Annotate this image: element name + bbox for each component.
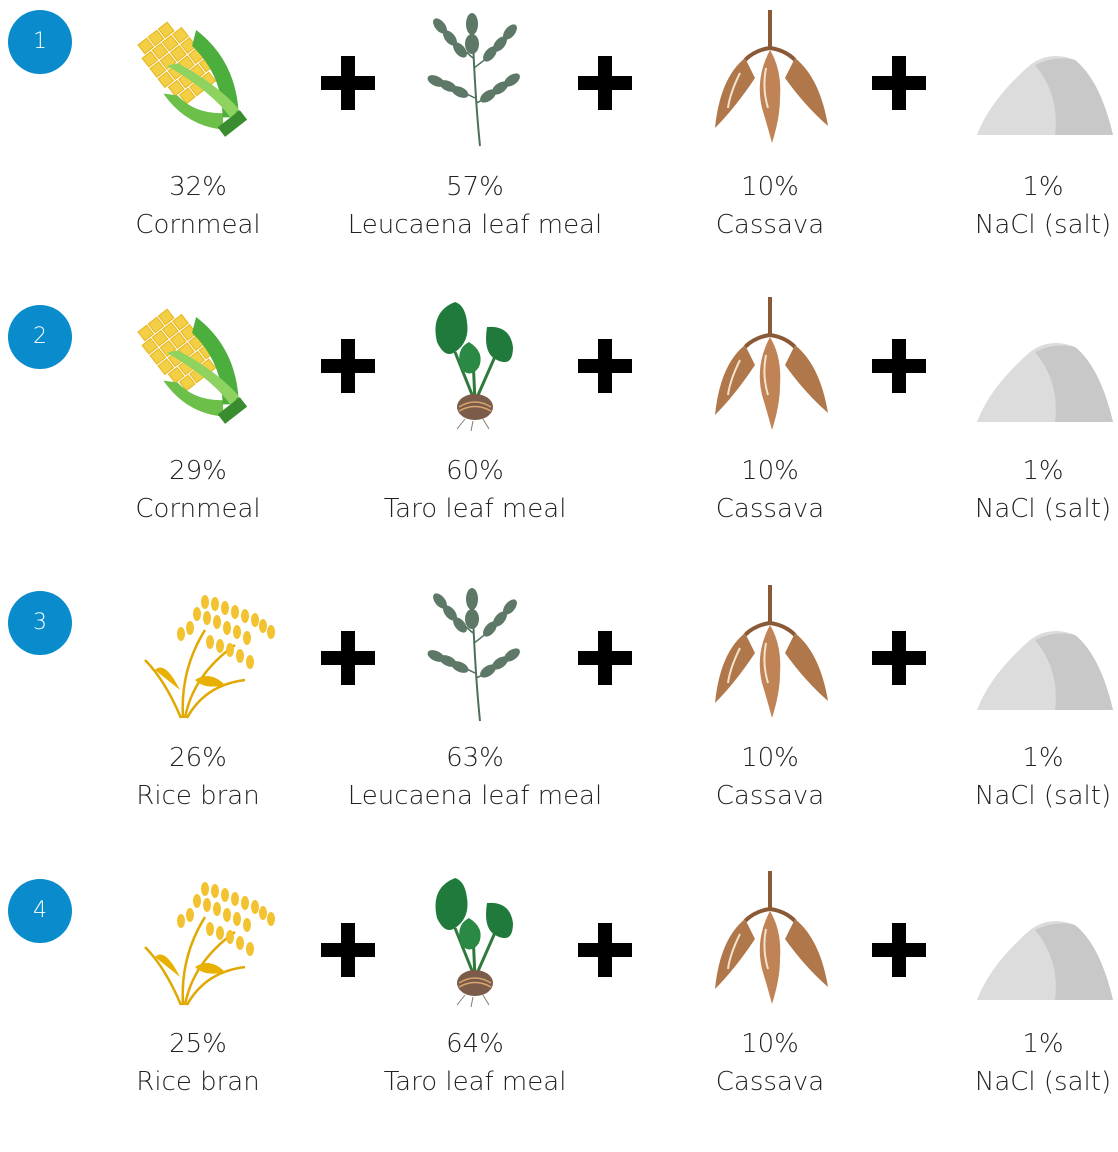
formula-row-2: 2 [0,287,1118,574]
percent-label: 10% [680,168,860,206]
plus-icon [321,631,375,685]
ingredient-name: Leucaena leaf meal [330,206,620,244]
ingredient-caption: 10% Cassava [680,739,860,815]
plus-icon [321,923,375,977]
percent-label: 10% [680,1025,860,1063]
plus-icon [872,923,926,977]
plus-icon [872,56,926,110]
taro-plant-icon [425,297,525,432]
percent-label: 1% [968,452,1118,490]
plus-icon [872,631,926,685]
formula-row-3: 3 [0,575,1118,862]
formula-row-1: 1 [0,0,1118,287]
cassava-icon [700,583,840,723]
ingredient-name: Rice bran [108,1063,288,1101]
plus-icon [321,339,375,393]
rice-stalk-icon [135,590,285,720]
ingredient-caption: 1% NaCl (salt) [968,168,1118,244]
percent-label: 60% [330,452,620,490]
ingredient-caption: 10% Cassava [680,168,860,244]
ingredient-name: Taro leaf meal [330,1063,620,1101]
ingredient-caption: 32% Cornmeal [108,168,288,244]
taro-plant-icon [425,873,525,1008]
ingredient-caption: 10% Cassava [680,452,860,528]
ingredient-name: Taro leaf meal [330,490,620,528]
ingredient-caption: 64% Taro leaf meal [330,1025,620,1101]
percent-label: 63% [330,739,620,777]
step-badge: 3 [8,591,72,655]
ingredient-caption: 60% Taro leaf meal [330,452,620,528]
ingredient-name: NaCl (salt) [968,490,1118,528]
ingredient-caption: 1% NaCl (salt) [968,1025,1118,1101]
ingredient-caption: 63% Leucaena leaf meal [330,739,620,815]
percent-label: 1% [968,739,1118,777]
ingredient-name: Rice bran [108,777,288,815]
ingredient-name: Cassava [680,206,860,244]
salt-pile-icon [975,910,1115,1005]
ingredient-name: Leucaena leaf meal [330,777,620,815]
corn-icon [128,8,273,143]
cassava-icon [700,8,840,148]
plus-icon [578,631,632,685]
percent-label: 10% [680,452,860,490]
ingredient-caption: 25% Rice bran [108,1025,288,1101]
cassava-icon [700,295,840,435]
plus-icon [872,339,926,393]
salt-pile-icon [975,332,1115,427]
percent-label: 1% [968,168,1118,206]
salt-pile-icon [975,45,1115,140]
percent-label: 64% [330,1025,620,1063]
percent-label: 26% [108,739,288,777]
ingredient-caption: 1% NaCl (salt) [968,739,1118,815]
ingredient-name: Cassava [680,777,860,815]
ingredient-caption: 57% Leucaena leaf meal [330,168,620,244]
ingredient-name: NaCl (salt) [968,777,1118,815]
ingredient-name: Cornmeal [108,490,288,528]
ingredient-name: Cassava [680,490,860,528]
plus-icon [321,56,375,110]
leucaena-leaf-icon [420,8,530,148]
step-badge: 4 [8,879,72,943]
step-badge: 2 [8,305,72,369]
salt-pile-icon [975,620,1115,715]
percent-label: 1% [968,1025,1118,1063]
ingredient-caption: 1% NaCl (salt) [968,452,1118,528]
ingredient-caption: 26% Rice bran [108,739,288,815]
step-badge: 1 [8,10,72,74]
ingredient-name: Cornmeal [108,206,288,244]
percent-label: 32% [108,168,288,206]
rice-stalk-icon [135,877,285,1007]
ingredient-caption: 29% Cornmeal [108,452,288,528]
leucaena-leaf-icon [420,583,530,723]
plus-icon [578,923,632,977]
ingredient-name: Cassava [680,1063,860,1101]
percent-label: 10% [680,739,860,777]
formula-row-4: 4 [0,865,1118,1152]
cassava-icon [700,869,840,1009]
ingredient-caption: 10% Cassava [680,1025,860,1101]
ingredient-name: NaCl (salt) [968,206,1118,244]
percent-label: 25% [108,1025,288,1063]
corn-icon [128,295,273,430]
plus-icon [578,339,632,393]
percent-label: 29% [108,452,288,490]
ingredient-name: NaCl (salt) [968,1063,1118,1101]
percent-label: 57% [330,168,620,206]
plus-icon [578,56,632,110]
